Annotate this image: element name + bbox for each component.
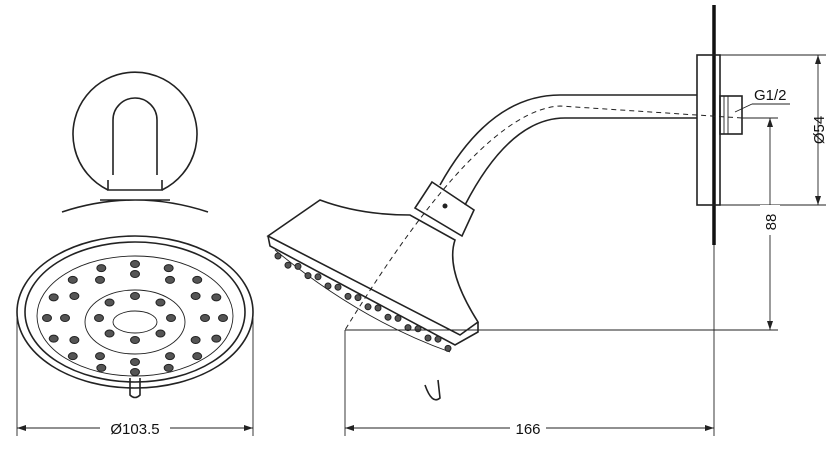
dimension-head-diameter: Ø103.5 [16, 318, 254, 438]
nozzle [130, 292, 140, 300]
dimension-thread: G1/2 [734, 87, 790, 113]
nozzle [130, 270, 140, 278]
nozzle [434, 335, 442, 343]
nozzle [69, 336, 80, 344]
nozzle [165, 275, 175, 284]
nozzle [95, 352, 105, 361]
label-head-diameter: Ø103.5 [110, 421, 159, 438]
dimension-projection: 166 [344, 245, 715, 438]
nozzle [364, 303, 372, 311]
label-flange-diameter: Ø54 [811, 116, 828, 144]
nozzle [211, 334, 222, 343]
nozzle [104, 329, 115, 338]
nozzle [60, 314, 70, 322]
nozzle [163, 264, 174, 273]
nozzle [67, 275, 78, 284]
head-face [16, 235, 254, 389]
nozzle [384, 313, 392, 321]
nozzle [48, 293, 59, 302]
shower-arm [439, 94, 697, 206]
nozzle [130, 336, 140, 344]
nozzle [414, 325, 422, 333]
nozzle [94, 314, 104, 322]
nozzle [130, 358, 140, 366]
nozzle [284, 261, 292, 269]
side-flange [696, 54, 721, 206]
nozzle [192, 352, 203, 361]
nozzle [95, 275, 105, 284]
nozzle [155, 298, 166, 307]
label-thread: G1/2 [754, 87, 787, 104]
dimension-flange-diameter: Ø54 [720, 54, 828, 206]
side-head-body [266, 199, 480, 336]
nozzle [344, 292, 352, 300]
thread-nipple [719, 95, 743, 135]
nozzles [42, 260, 228, 376]
wall-flange [72, 71, 198, 191]
nozzle [192, 275, 203, 284]
nozzle [165, 352, 175, 361]
nozzle [424, 334, 432, 342]
nozzle [163, 363, 174, 372]
nozzle [374, 304, 382, 312]
nozzle [69, 292, 80, 300]
selector-lever [129, 378, 141, 399]
nozzle [190, 292, 201, 300]
nozzle [404, 324, 412, 332]
nozzle [218, 314, 228, 322]
nozzle [42, 314, 52, 322]
nozzle [334, 283, 342, 291]
nozzle [130, 260, 140, 268]
nozzle [354, 294, 362, 302]
label-projection: 166 [515, 421, 540, 438]
nozzle [96, 363, 107, 372]
nozzle [444, 344, 452, 352]
nozzle [104, 298, 115, 307]
nozzle [130, 368, 140, 376]
nozzle [166, 314, 176, 322]
nozzle [190, 336, 201, 344]
front-view [16, 71, 254, 399]
nozzle [67, 352, 78, 361]
label-drop: 88 [763, 214, 780, 231]
nozzle [96, 264, 107, 273]
nozzle [294, 262, 302, 270]
nozzle [211, 293, 222, 302]
side-nozzles [274, 252, 452, 352]
dimension-drop: 88 [345, 117, 780, 331]
nozzle [304, 272, 312, 280]
nozzle [324, 282, 332, 290]
side-view [266, 5, 743, 401]
nozzle [155, 329, 166, 338]
head-neck [61, 199, 209, 213]
nozzle [394, 314, 402, 322]
nozzle [274, 252, 282, 260]
nozzle [314, 273, 322, 281]
nozzle [48, 334, 59, 343]
nozzle [200, 314, 210, 322]
